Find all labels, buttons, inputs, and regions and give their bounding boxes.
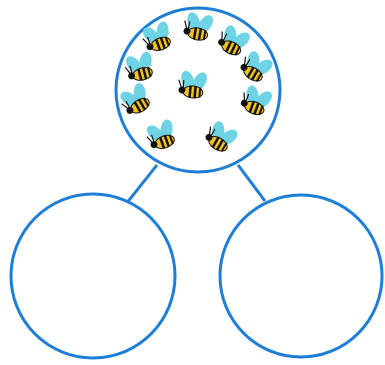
part-circle-left [11,194,175,358]
connector-right [238,165,265,201]
connector-left [126,165,157,204]
part-circle-right [220,195,382,357]
